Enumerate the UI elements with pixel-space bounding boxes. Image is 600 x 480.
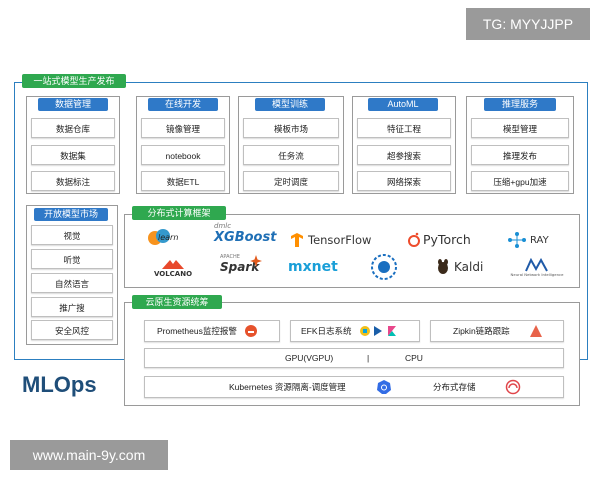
item-inference-deploy: 推理发布 [471,145,569,165]
sklearn-label: learn [158,232,179,242]
column-inference-title: 推理服务 [484,98,556,111]
spark-star-icon [250,255,262,267]
nni-icon [525,257,548,271]
volcano-icon [162,260,184,269]
zipkin-bar: Zipkin链路跟踪 [430,320,564,342]
item-image-management: 镜像管理 [141,118,225,138]
pytorch-icon [408,232,420,247]
market-item-vision: 视觉 [31,225,113,245]
column-model-training-title: 模型训练 [255,98,325,111]
compute-title: 分布式计算框架 [132,206,226,220]
volcano-logo: VOLCANO [146,256,200,280]
watermark-bottom: www.main-9y.com [10,440,168,470]
prometheus-bar: Prometheus监控报警 [144,320,280,342]
kubernetes-label: Kubernetes 资源隔离-调度管理 [229,382,346,392]
xgboost-label: XGBoost [214,230,277,245]
kaldi-logo: Kaldi [436,257,496,277]
market-item-recommend-search: 推广搜 [31,297,113,317]
platform-title: 一站式模型生产发布 [22,74,126,88]
ray-label: RAY [530,234,549,246]
compute-section [124,214,580,288]
column-data-management-title: 数据管理 [38,98,108,111]
spark-label: Spark [220,260,260,274]
prometheus-label: Prometheus监控报警 [157,326,237,336]
efk-icons [359,326,396,336]
spark-small-label: APACHE [220,254,240,260]
item-network-search: 网络探索 [357,171,451,191]
kaldi-icon [438,259,448,274]
zipkin-icon [529,325,542,337]
storage-label: 分布式存储 [433,382,476,392]
compute-resources-bar: GPU(VGPU) | CPU [144,348,564,368]
watermark-top: TG: MYYJJPP [466,8,590,40]
item-notebook: notebook [141,145,225,165]
nni-logo: Neural Network Intelligence [506,254,568,280]
pytorch-logo: PyTorch [408,229,480,249]
tensorflow-icon [291,233,303,247]
market-item-nlp: 自然语言 [31,273,113,293]
tensorflow-logo: TensorFlow [290,230,386,250]
item-data-warehouse: 数据仓库 [31,118,115,138]
zipkin-label: Zipkin链路跟踪 [453,326,510,336]
mlops-title: MLOps [22,372,97,397]
item-model-management: 模型管理 [471,118,569,138]
efk-bar: EFK日志系统 [290,320,420,342]
item-scheduled-job: 定时调度 [243,171,339,191]
efk-label: EFK日志系统 [301,326,352,336]
item-hyperparameter-search: 超参搜索 [357,145,451,165]
xgboost-small-label: dmlc [214,222,232,230]
column-online-dev-title: 在线开发 [148,98,218,111]
kubernetes-bar: Kubernetes 资源隔离-调度管理 分布式存储 [144,376,564,398]
mxnet-label: mxnet [288,259,338,275]
pytorch-label: PyTorch [423,231,471,247]
kubernetes-icon [377,380,391,394]
item-template-market: 模板市场 [243,118,339,138]
item-feature-engineering: 特征工程 [357,118,451,138]
market-item-risk-control: 安全风控 [31,320,113,340]
mxnet-logo: mxnet [288,257,348,277]
market-item-audio: 听觉 [31,249,113,269]
item-data-labeling: 数据标注 [31,171,115,191]
resource-divider: | [367,353,370,363]
xgboost-logo: dmlc XGBoost [214,222,277,250]
ray-logo: RAY [508,230,558,250]
item-compression-gpu: 压缩+gpu加速 [471,171,569,191]
kaldi-label: Kaldi [454,260,484,274]
spark-logo: APACHE Spark [220,254,268,280]
sklearn-logo: learn [148,226,194,248]
column-automl-title: AutoML [368,98,438,111]
item-dataset: 数据集 [31,145,115,165]
prometheus-icon [244,325,257,337]
item-workflow: 任务流 [243,145,339,165]
cloud-title: 云原生资源统筹 [132,295,222,309]
tensorflow-label: TensorFlow [308,233,372,247]
volcano-label: VOLCANO [153,270,193,278]
ray-icon [508,232,526,248]
gpu-label: GPU(VGPU) [285,353,334,363]
cpu-label: CPU [405,353,423,363]
item-data-etl: 数据ETL [141,171,225,191]
model-market-title: 开放模型市场 [34,208,108,221]
nni-caption: Neural Network Intelligence [510,271,564,277]
openmpi-icon [371,254,397,280]
sklearn-icon [148,229,170,245]
storage-icon [505,379,521,395]
